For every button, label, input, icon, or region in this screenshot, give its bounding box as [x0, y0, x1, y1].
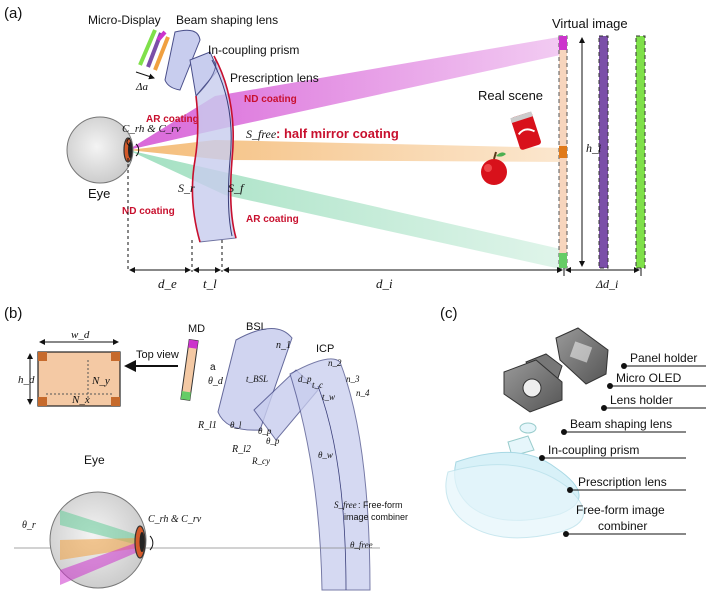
- crh-crv-label-a: C_rh & C_rv: [122, 123, 181, 135]
- micro-oled-label: Micro OLED: [616, 371, 682, 385]
- orange-ray: [128, 140, 565, 162]
- in-coupling-prism-part: [507, 435, 535, 457]
- tw-label: t_w: [322, 392, 335, 402]
- crh-crv-label-b: C_rh & C_rv: [148, 514, 202, 525]
- callout-dots: [539, 363, 627, 537]
- real-scene-label: Real scene: [478, 88, 543, 103]
- micro-display: [138, 29, 170, 71]
- n1-label: n_1: [276, 340, 291, 351]
- panel-a: (a) Eye C_rh & C_rv Micro-Display: [4, 5, 646, 291]
- delta-a-label: Δa: [135, 81, 148, 93]
- ar-coating-bottom-label: AR coating: [246, 214, 299, 225]
- icp-label: ICP: [316, 343, 334, 355]
- theta-p1-label: θ_p: [258, 426, 272, 436]
- beam-shaping-lens: [164, 29, 201, 91]
- ray-bundles: [75, 36, 565, 270]
- lens-holder-label: Lens holder: [610, 393, 673, 407]
- rcy-label: R_cy: [251, 456, 270, 466]
- panel-b: (b) w_d h_d N_y N_x Top view MD θ_d a BS…: [4, 305, 408, 591]
- eye-label-a: Eye: [88, 186, 110, 201]
- wd-label: w_d: [71, 329, 90, 341]
- beam-shaping-lens-part: [519, 422, 537, 434]
- dp-label: d_p: [298, 374, 312, 384]
- tc-label: t_c: [312, 380, 323, 390]
- rl2-label: R_l2: [231, 444, 251, 455]
- virtual-image-label: Virtual image: [552, 16, 628, 31]
- green-ray: [128, 150, 565, 270]
- eyeball: [66, 116, 134, 184]
- ar-coating-top-label: AR coating: [146, 114, 199, 125]
- rl1-label: R_l1: [197, 420, 217, 431]
- combiner-label-b1: : Free-form: [358, 500, 403, 510]
- prescription-lens-c-label: Prescription lens: [578, 475, 667, 489]
- beam-shaping-lens-label: Beam shaping lens: [176, 13, 278, 27]
- sfree-surface: [211, 59, 233, 237]
- prescription-lens-label: Prescription lens: [230, 71, 319, 85]
- hd-label: h_d: [18, 374, 35, 386]
- virtual-image-planes: [558, 35, 646, 269]
- sfree-label-a: S_free: [246, 127, 277, 141]
- nd-coating-curve: [213, 55, 237, 239]
- micro-display-b: [180, 339, 199, 401]
- panel-b-label: (b): [4, 305, 22, 322]
- micro-display-label: Micro-Display: [88, 13, 161, 27]
- sr-label: S_r: [178, 181, 195, 195]
- magenta-ray: [128, 36, 565, 150]
- display-top-view: [37, 351, 121, 407]
- ny-b-label: n_2: [328, 358, 342, 368]
- free-form-combiner-b: [289, 358, 371, 591]
- md-label: MD: [188, 323, 205, 335]
- n3-label: n_3: [346, 374, 360, 384]
- combiner-part: [445, 464, 585, 539]
- n4-label: n_4: [356, 388, 370, 398]
- in-coupling-prism-c-label: In-coupling prism: [548, 443, 639, 457]
- eye-a: [66, 116, 140, 184]
- dimension-lines-a: [127, 158, 642, 276]
- combiner-label-b2: image combiner: [344, 512, 408, 522]
- panel-a-label: (a): [4, 5, 22, 22]
- theta-d-label: θ_d: [208, 376, 224, 387]
- theta-r-label: θ_r: [22, 520, 36, 531]
- can-icon: [510, 111, 541, 150]
- panel-holder-label: Panel holder: [630, 351, 697, 365]
- beam-shaping-lens-b: [217, 328, 293, 431]
- theta-w-label: θ_w: [318, 450, 333, 460]
- ar-coating-curve: [191, 95, 201, 243]
- nx-label: N_x: [71, 394, 90, 406]
- half-mirror-label: : half mirror coating: [276, 126, 399, 141]
- delta-di-label: Δd_i: [595, 277, 618, 291]
- in-coupling-prism-label: In-coupling prism: [208, 43, 299, 57]
- panel-c: (c) Panel holder: [440, 305, 706, 539]
- ny-label: N_y: [91, 375, 110, 387]
- pupil: [128, 142, 132, 158]
- a-label: a: [210, 362, 216, 373]
- callout-lines: [542, 365, 706, 535]
- theta-p2-label: θ_p: [266, 436, 280, 446]
- di-label: d_i: [376, 276, 393, 291]
- hi-label: h_i: [586, 141, 601, 155]
- theta-free-label: θ_free: [350, 540, 373, 550]
- sfree-label-b: S_free: [334, 500, 357, 510]
- combiner-c-label-2: combiner: [598, 519, 647, 533]
- apple-icon: [481, 151, 507, 185]
- nd-coating-bottom-label: ND coating: [122, 206, 175, 217]
- sf-label: S_f: [228, 181, 245, 195]
- combiner-c-label-1: Free-form image: [576, 503, 665, 517]
- theta-l-label: θ_l: [230, 420, 242, 430]
- top-view-label: Top view: [136, 349, 179, 361]
- tl-label: t_l: [203, 276, 217, 291]
- rotation-arc: [135, 143, 140, 157]
- tbsl-label: t_BSL: [246, 374, 268, 384]
- panel-c-label: (c): [440, 305, 458, 322]
- eye-label-b: Eye: [84, 453, 105, 467]
- de-label: d_e: [158, 276, 177, 291]
- nd-coating-top-label: ND coating: [244, 94, 297, 105]
- beam-shaping-lens-c-label: Beam shaping lens: [570, 417, 672, 431]
